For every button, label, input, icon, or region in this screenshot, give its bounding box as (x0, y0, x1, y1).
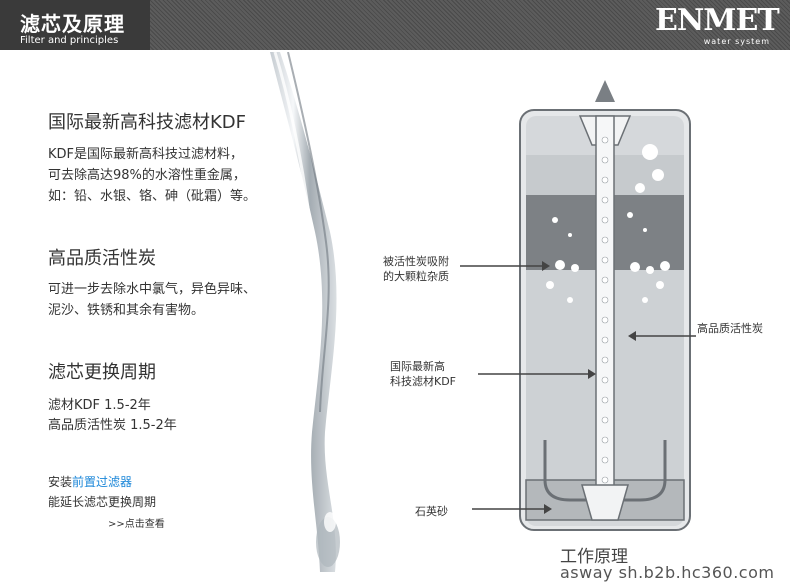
heading-replace-cycle: 滤芯更换周期 (48, 362, 156, 383)
label-kdf-2: 科技滤材KDF (390, 375, 457, 388)
carbon-line-2: 泥沙、铁锈和其余有害物。 (48, 303, 205, 318)
view-more-link[interactable]: >>点击查看 (108, 519, 165, 530)
outflow-arrow-icon (595, 80, 615, 102)
carbon-line-1: 可进一步去除水中氯气，异色异味、 (48, 282, 257, 297)
label-adsorbed-2: 的大颗粒杂质 (383, 270, 449, 283)
kdf-line-1: KDF是国际最新高科技过滤材料， (48, 147, 244, 162)
label-kdf-1: 国际最新高 (390, 360, 445, 373)
replace-kdf: 滤材KDF 1.5-2年 (48, 398, 151, 413)
kdf-line-2: 可去除高达98%的水溶性重金属， (48, 168, 246, 183)
label-adsorbed-1: 被活性炭吸附 (383, 255, 449, 268)
header-bar: 滤芯及原理 Filter and principles ENMET water … (0, 0, 790, 50)
page-subtitle: Filter and principles (20, 35, 119, 46)
brand-logo-tagline: water system (703, 37, 770, 46)
label-carbon: 高品质活性炭 (697, 322, 763, 335)
heading-kdf: 国际最新高科技滤材KDF (48, 112, 247, 133)
promo-line-1: 安装前置过滤器 (48, 472, 132, 493)
brand-logo: ENMET water system (655, 3, 780, 47)
page-title: 滤芯及原理 (20, 12, 125, 36)
adsorbed-arrow-icon (460, 261, 550, 271)
kdf-arrow-icon (478, 369, 596, 379)
replace-carbon: 高品质活性炭 1.5-2年 (48, 418, 177, 433)
water-stream-image (270, 52, 340, 572)
source-watermark: asway sh.b2b.hc360.com (560, 563, 775, 582)
diagram-caption: 工作原理 (560, 547, 628, 567)
promo-line-2: 能延长滤芯更换周期 (48, 495, 157, 509)
brand-logo-text: ENMET (655, 3, 780, 38)
header-title-block: 滤芯及原理 Filter and principles (0, 0, 150, 50)
promo-prefix: 安装 (48, 475, 73, 489)
heading-carbon: 高品质活性炭 (48, 248, 156, 269)
carbon-arrow-icon (628, 331, 696, 341)
prefilter-link[interactable]: 前置过滤器 (72, 475, 133, 489)
filter-diagram (519, 80, 691, 531)
sand-arrow-icon (472, 504, 552, 514)
kdf-line-3: 如：铅、水银、铬、砷（砒霜）等。 (48, 189, 257, 204)
label-sand: 石英砂 (415, 505, 448, 518)
